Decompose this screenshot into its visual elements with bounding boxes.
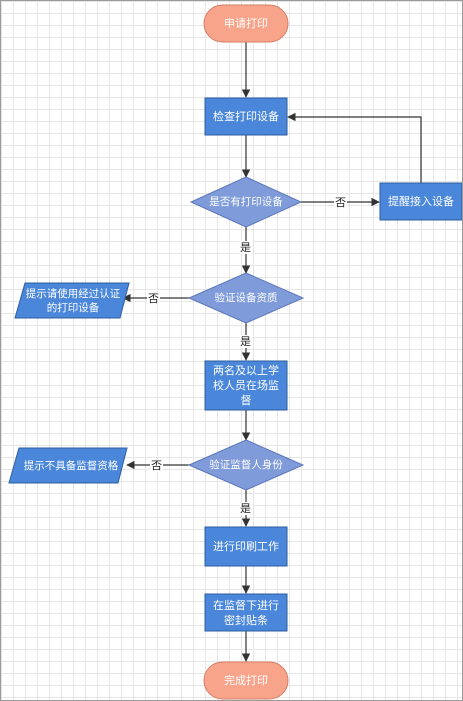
- end-terminal-shape: [203, 661, 289, 700]
- print-work-shape: [204, 526, 288, 567]
- identity-decision-shape: [187, 439, 305, 491]
- identity-yes-label: 是: [239, 502, 252, 515]
- start-terminal-shape: [203, 4, 289, 43]
- has-device-decision-shape: [189, 176, 303, 228]
- check-device-shape: [204, 97, 288, 136]
- identity-no-label: 否: [150, 459, 163, 472]
- seal-shape: [204, 593, 288, 632]
- qualification-no-label: 否: [147, 292, 160, 305]
- qualification-yes-label: 是: [239, 335, 252, 348]
- supervision-shape: [204, 360, 288, 411]
- qualification-decision-shape: [187, 272, 305, 324]
- edge-remind-to-check: [287, 112, 422, 183]
- remind-access-shape: [379, 182, 462, 221]
- prompt-no-qualification-shape: [8, 447, 128, 484]
- prompt-certified-shape: [14, 282, 130, 319]
- has-device-yes-label: 是: [239, 241, 252, 254]
- has-device-no-label: 否: [334, 196, 347, 209]
